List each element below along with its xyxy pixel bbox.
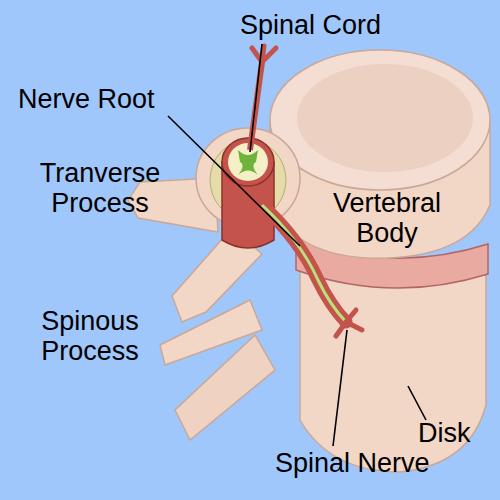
part-label: Vertebral Body (312, 188, 462, 248)
part-label: Spinous Process (10, 306, 170, 366)
part-label: Nerve Root (18, 84, 155, 114)
part-label: Spinal Cord (240, 10, 381, 40)
part-label: Tranverse Process (15, 158, 185, 218)
part-label: Spinal Nerve (275, 448, 430, 478)
part-label: Disk (418, 418, 471, 448)
